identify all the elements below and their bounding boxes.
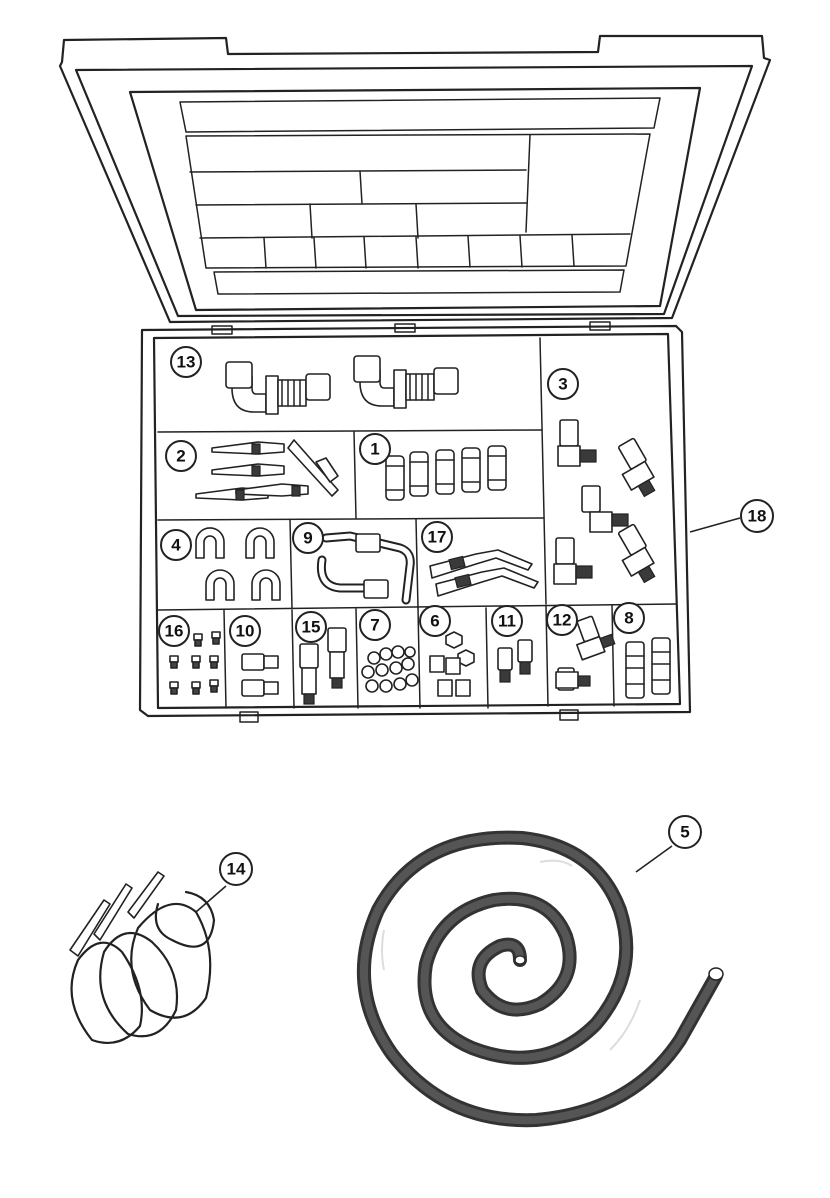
callout-16: 16 (158, 615, 190, 647)
part-14-cable-ties (69, 871, 216, 1044)
callout-6: 6 (419, 605, 451, 637)
svg-text:17: 17 (428, 528, 447, 547)
callout-4: 4 (160, 529, 192, 561)
svg-text:5: 5 (680, 823, 689, 842)
svg-text:10: 10 (236, 622, 255, 641)
svg-text:3: 3 (558, 375, 567, 394)
leader-lines (195, 517, 741, 913)
callout-7: 7 (359, 609, 391, 641)
case-lid (58, 34, 772, 324)
svg-text:1: 1 (370, 440, 379, 459)
part-11-fittings (497, 639, 533, 683)
callout-1: 1 (359, 433, 391, 465)
case-base (138, 321, 692, 723)
svg-text:14: 14 (227, 860, 246, 879)
svg-text:11: 11 (498, 612, 516, 631)
svg-text:6: 6 (430, 612, 439, 631)
svg-text:13: 13 (177, 353, 196, 372)
part-6-nuts-sleeves (429, 631, 475, 697)
part-10-fittings (241, 653, 279, 697)
svg-text:8: 8 (624, 609, 633, 628)
svg-text:2: 2 (176, 447, 185, 466)
callout-14: 14 (219, 852, 253, 886)
svg-text:16: 16 (165, 622, 184, 641)
part-8-unions (625, 637, 671, 699)
svg-text:7: 7 (370, 616, 379, 635)
part-9-bent-tube (316, 531, 415, 605)
part-7-washers (361, 645, 419, 693)
callout-17: 17 (421, 521, 453, 553)
callout-8: 8 (613, 602, 645, 634)
svg-text:15: 15 (302, 618, 321, 637)
callout-9: 9 (292, 522, 324, 554)
part-12-elbows (555, 615, 616, 691)
callout-13: 13 (170, 346, 202, 378)
svg-text:4: 4 (171, 536, 181, 555)
part-15-long-fittings (299, 627, 347, 705)
callout-18: 18 (740, 499, 774, 533)
part-3-swivel-elbows (553, 419, 656, 585)
callout-15: 15 (295, 611, 327, 643)
callout-5: 5 (668, 815, 702, 849)
callout-12: 12 (546, 604, 578, 636)
callout-11: 11 (491, 605, 523, 637)
part-13-elbow-fittings (225, 355, 459, 415)
part-2-tapered-pins (195, 439, 339, 501)
svg-text:18: 18 (748, 507, 767, 526)
part-5-coiled-tubing (356, 830, 724, 1128)
callout-3: 3 (547, 368, 579, 400)
part-16-bolts (169, 631, 221, 695)
callout-2: 2 (165, 440, 197, 472)
part-1-couplers (385, 445, 507, 501)
callout-10: 10 (229, 615, 261, 647)
svg-text:12: 12 (553, 611, 572, 630)
part-17-angled-nozzles (429, 549, 539, 597)
part-4-hose-clamps (195, 527, 281, 601)
svg-text:9: 9 (303, 529, 312, 548)
